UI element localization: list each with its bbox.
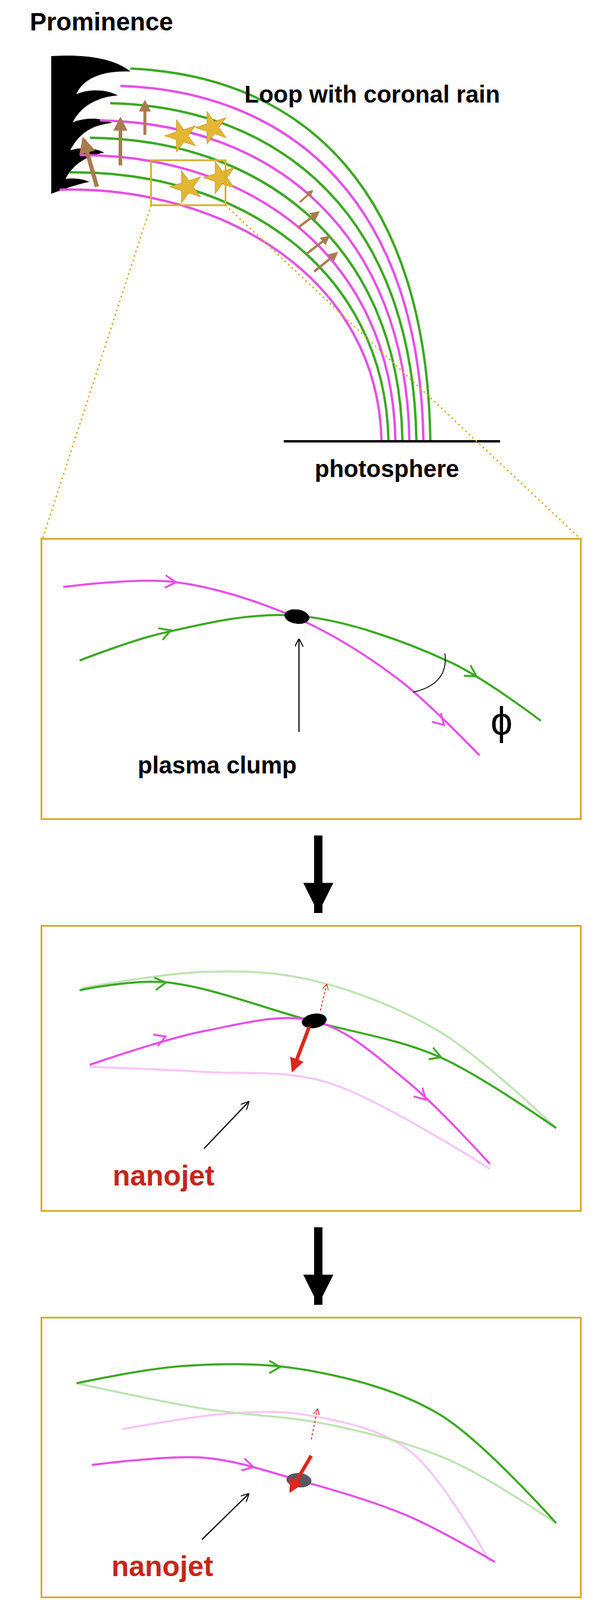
clump-label: plasma clump [137,751,297,778]
pointer-arrow [203,1102,248,1148]
flow-arrow [299,190,313,203]
previous-field-line [122,1410,490,1562]
field-line [79,614,542,721]
figure-label: Prominence [29,8,173,36]
flow-arrow [306,236,330,254]
zoom-panel: nanojet [40,924,582,1212]
direction-chevron [428,1052,437,1055]
nanojet-label: nanojet [111,1550,214,1582]
step-arrow [314,1226,323,1305]
step-arrow [314,835,323,913]
nanojet-arrow [290,1454,312,1490]
field-line [100,120,410,440]
prominence-shape [51,55,131,194]
pointer-arrow [298,639,300,732]
figure-label: Loop with coronal rain [244,81,501,108]
previous-field-line [90,1066,490,1169]
inset-frame [150,160,226,206]
direction-chevron [464,668,473,674]
direction-chevron [153,1037,162,1041]
field-line [79,154,396,440]
plasma-clump [283,607,311,626]
angle-arc [413,653,446,693]
plasma-clump [300,1010,328,1030]
field-line [90,1017,490,1164]
flow-arrow [118,119,123,166]
photosphere-line [283,439,501,443]
flow-arrow [314,253,337,272]
field-line [79,981,557,1128]
flow-arrow [83,140,97,188]
recoil-arrow [320,984,327,1011]
direction-chevron [157,631,167,635]
zoom-line [225,205,580,538]
direction-chevron [240,1463,250,1466]
field-line [91,1456,495,1562]
field-line [63,580,480,756]
angle-symbol: ϕ [490,699,513,743]
rain-star [166,165,207,205]
direction-chevron [416,1089,422,1096]
direction-chevron [267,1366,276,1367]
rain-star [191,106,232,146]
figure-label: photosphere [314,455,459,482]
nanojet-arrow [292,1026,309,1070]
previous-field-line [76,1382,557,1523]
zoom-panel: nanojet [40,1316,582,1598]
rain-star [199,156,240,196]
field-line [90,137,403,440]
field-line [76,1363,557,1523]
recoil-arrow [311,1409,318,1439]
flow-arrow [298,212,319,228]
previous-field-line [81,970,557,1128]
direction-chevron [163,580,172,582]
pointer-arrow [202,1493,248,1539]
field-line [59,189,382,440]
direction-chevron [153,982,162,985]
direction-chevron [434,715,441,722]
zoom-line [42,205,151,538]
rain-star [160,114,201,154]
zoom-panel: plasma clump ϕ [40,537,582,820]
nanojet-label: nanojet [112,1159,215,1192]
flow-arrow [143,101,147,135]
